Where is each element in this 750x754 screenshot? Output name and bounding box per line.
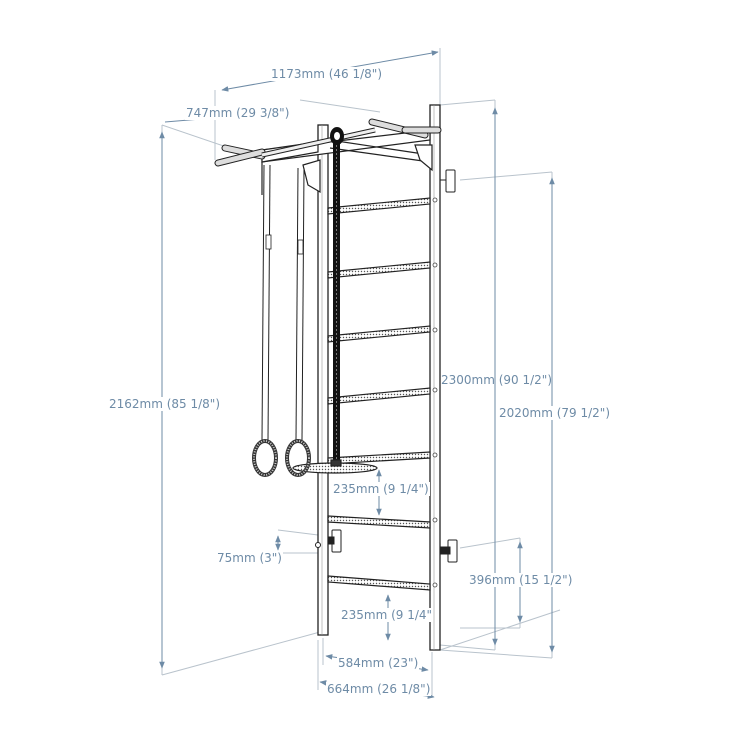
label-rung-spacing-lower: 235mm (9 1/4"	[340, 608, 434, 622]
rung-4	[327, 387, 431, 405]
label-lower-bracket-height: 396mm (15 1/2")	[468, 573, 574, 587]
upper-bracket	[445, 169, 456, 193]
climbing-rope	[330, 127, 344, 465]
rope-platform	[292, 459, 378, 474]
rung-6	[327, 515, 431, 529]
right-upright	[429, 104, 441, 651]
label-wall-offset: 75mm (3")	[216, 551, 283, 565]
left-handle	[214, 144, 266, 167]
rung-1	[327, 197, 431, 215]
label-overall-height: 2162mm (85 1/8")	[108, 397, 222, 411]
rungs	[327, 197, 431, 591]
label-rung-spacing-upper: 235mm (9 1/4")	[332, 482, 430, 496]
rung-3	[327, 325, 431, 343]
label-inner-width: 584mm (23")	[337, 656, 420, 670]
rung-2	[327, 261, 431, 279]
label-ceiling-height: 2300mm (90 1/2")	[441, 373, 553, 387]
gymnastic-rings	[252, 164, 311, 477]
wall-bars-frame	[317, 104, 441, 651]
rung-7	[327, 575, 431, 591]
label-pullup-bar-depth: 747mm (29 3/8")	[185, 106, 291, 120]
label-overall-depth: 1173mm (46 1/8")	[270, 67, 384, 81]
wall-brackets	[315, 169, 458, 563]
left-upright	[317, 124, 329, 636]
pullup-bar-assembly	[214, 118, 442, 195]
rung-5	[327, 451, 431, 465]
right-handle	[368, 118, 442, 139]
label-outer-width: 664mm (26 1/8")	[326, 682, 432, 696]
label-upper-bracket-height: 2020mm (79 1/2")	[498, 406, 612, 420]
